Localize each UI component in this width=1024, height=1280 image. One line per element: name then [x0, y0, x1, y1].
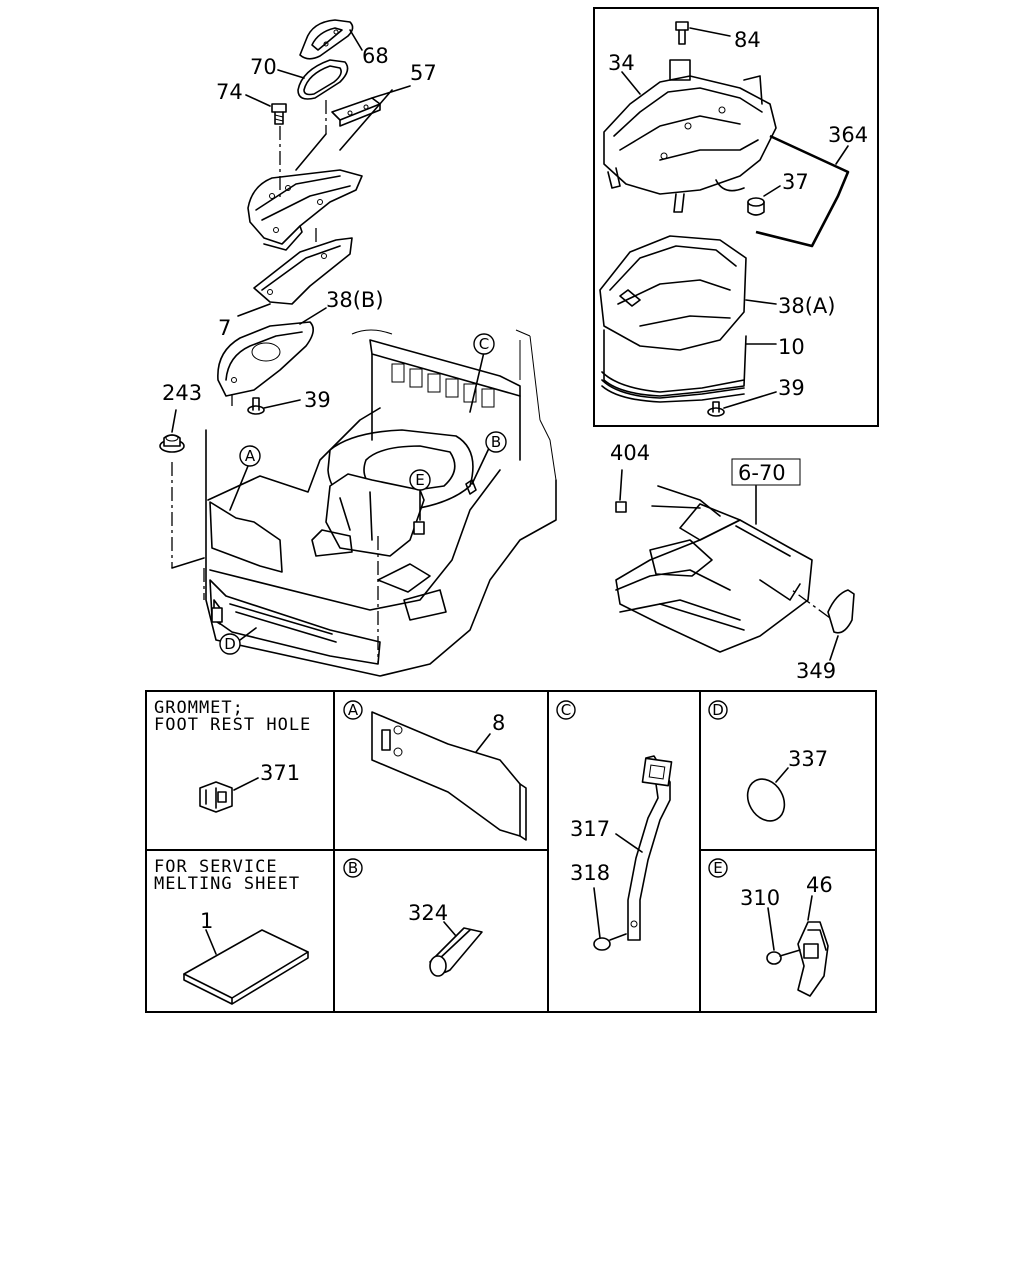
label-1: 1	[200, 909, 213, 933]
part-7-plate	[253, 237, 353, 305]
label-337: 337	[788, 747, 828, 771]
part-68-cap	[299, 19, 354, 60]
part-243-grommet	[159, 434, 185, 453]
cell-grommet: GROMMET; FOOT REST HOLE 371	[154, 698, 311, 813]
inset-box-engine-cover: 84 34 37 364	[593, 7, 879, 427]
label-74: 74	[216, 80, 243, 104]
part-39-clip-left	[247, 397, 265, 415]
label-46: 46	[806, 873, 833, 897]
label-364: 364	[828, 123, 868, 147]
label-317: 317	[570, 817, 610, 841]
service-caption-1: FOR SERVICE	[154, 857, 278, 877]
label-70: 70	[250, 55, 277, 79]
label-10: 10	[778, 335, 805, 359]
svg-text:B: B	[491, 433, 501, 451]
part-364-wire	[755, 134, 850, 248]
part-37-cushion	[747, 197, 765, 216]
label-39a: 39	[304, 388, 331, 412]
part-317-strap	[627, 755, 673, 941]
reference-box	[731, 458, 801, 486]
label-68: 68	[362, 44, 389, 68]
floor-cover-panel	[247, 169, 363, 251]
part-34-cover	[603, 59, 777, 213]
part-337-plug	[746, 778, 786, 822]
svg-text:A: A	[348, 701, 359, 719]
part-74-bolt	[271, 103, 287, 125]
grommet-caption-1: GROMMET;	[154, 698, 244, 718]
label-324: 324	[408, 901, 448, 925]
cell-a: A 8	[343, 700, 527, 841]
cell-c: C 317 318	[556, 700, 673, 951]
label-39b: 39	[778, 376, 805, 400]
part-1-sheet	[183, 929, 309, 999]
part-310-screw	[766, 949, 801, 965]
cell-d: D 337	[708, 700, 828, 822]
label-243: 243	[162, 381, 202, 405]
circle-letter-a: A	[239, 445, 261, 467]
exploded-cover-assembly: 68 70 74 57	[159, 19, 437, 569]
label-318: 318	[570, 861, 610, 885]
part-46-latch	[797, 921, 829, 997]
grommet-caption-2: FOOT REST HOLE	[154, 715, 311, 735]
part-70-ring	[297, 59, 349, 100]
part-349-panel	[827, 589, 855, 634]
label-7: 7	[218, 316, 231, 340]
part-39-clip-right	[707, 401, 725, 417]
vehicle-floor-body	[203, 329, 557, 677]
part-84-bolt	[675, 21, 689, 45]
label-38a: 38(A)	[778, 294, 835, 318]
svg-text:E: E	[713, 859, 722, 877]
circle-letter-b: B	[485, 431, 507, 453]
part-10-sheet	[601, 329, 747, 403]
service-caption-2: MELTING SHEET	[154, 874, 300, 894]
label-371: 371	[260, 761, 300, 785]
label-310: 310	[740, 886, 780, 910]
label-8: 8	[492, 711, 505, 735]
label-34: 34	[608, 51, 635, 75]
label-349: 349	[796, 659, 836, 683]
rear-floor-detail: 404 6-70 349	[610, 441, 855, 683]
svg-text:B: B	[348, 859, 358, 877]
svg-text:A: A	[245, 447, 256, 465]
circle-letter-d: D	[219, 633, 241, 655]
svg-text:E: E	[415, 471, 424, 489]
part-371-grommet	[199, 781, 233, 813]
circle-letter-c: C	[473, 333, 495, 355]
part-324-clip	[429, 927, 483, 977]
svg-text:C: C	[479, 335, 489, 353]
part-38b-insulator	[217, 321, 314, 397]
label-404: 404	[610, 441, 650, 465]
svg-text:D: D	[712, 701, 724, 719]
part-8-plate	[371, 711, 527, 841]
circle-letter-e: E	[409, 469, 431, 491]
cell-melting-sheet: FOR SERVICE MELTING SHEET 1	[154, 857, 309, 1005]
label-38b: 38(B)	[326, 288, 384, 312]
label-6-70: 6-70	[738, 461, 786, 485]
cell-e: E 46 310	[708, 858, 833, 997]
svg-text:D: D	[224, 635, 236, 653]
svg-text:C: C	[561, 701, 571, 719]
label-84: 84	[734, 28, 761, 52]
detail-table: GROMMET; FOOT REST HOLE 371 FOR SERVICE …	[145, 690, 877, 1013]
label-37: 37	[782, 170, 809, 194]
cross-member-slots	[391, 363, 495, 408]
cell-b: B 324	[343, 858, 483, 977]
label-57: 57	[410, 61, 437, 85]
part-318-screw	[593, 933, 627, 951]
part-38a-insulator	[599, 235, 747, 351]
